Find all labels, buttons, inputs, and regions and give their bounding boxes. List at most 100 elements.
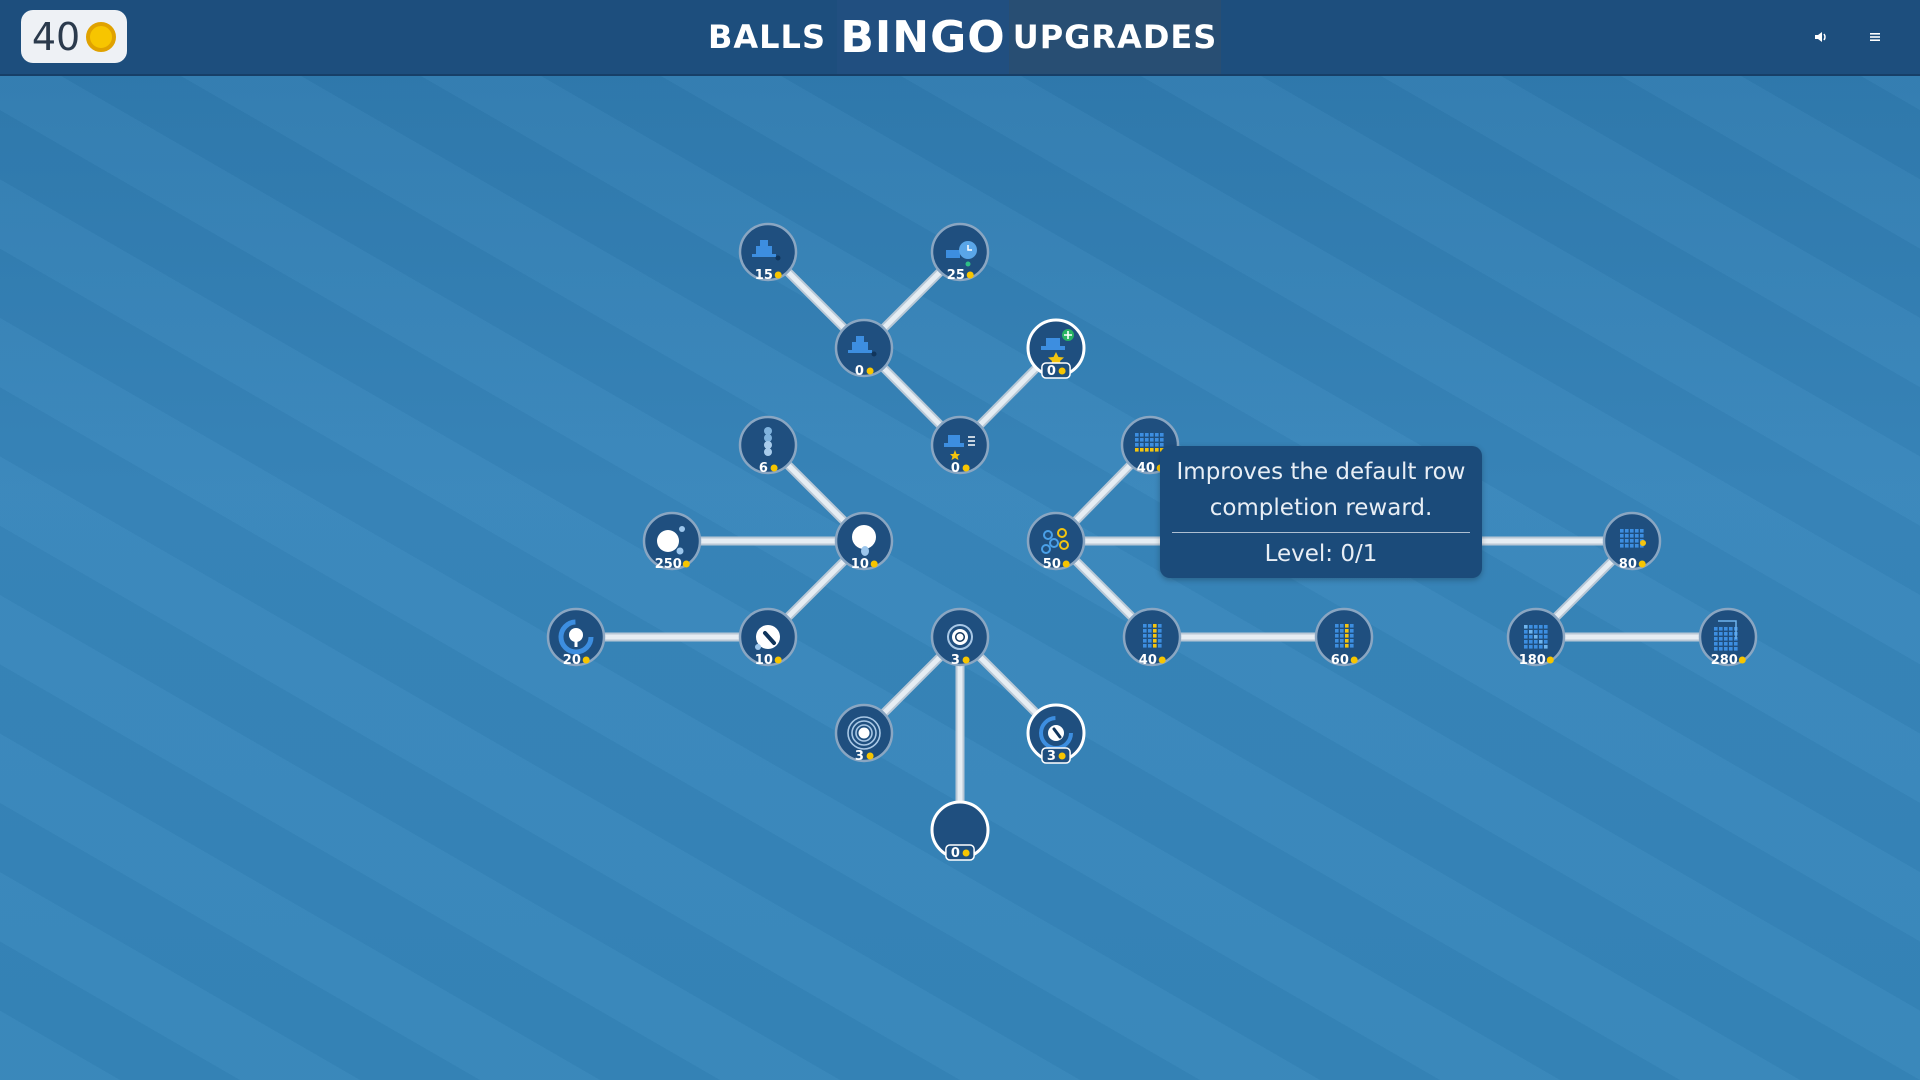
sound-icon[interactable]	[1806, 22, 1836, 52]
coin-icon	[1350, 656, 1358, 664]
top-bar: 40 BALLS BINGO UPGRADES	[0, 0, 1920, 76]
coin-icon	[1158, 656, 1166, 664]
coin-icon	[962, 656, 970, 664]
ball-stack-icon	[764, 427, 772, 456]
upgrade-node-grid-right[interactable]: 80	[1602, 511, 1662, 572]
tab-upgrades[interactable]: UPGRADES	[1009, 0, 1221, 74]
node-circle	[1314, 607, 1374, 667]
upgrade-node-ball-drop[interactable]: 10	[834, 511, 894, 572]
upgrade-node-target-main[interactable]: 3	[930, 607, 990, 668]
upgrade-node-ball-spin[interactable]: 20	[546, 607, 606, 668]
coin-icon	[1058, 752, 1066, 760]
coin-icon	[774, 656, 782, 664]
tree-links	[571, 247, 1733, 835]
bingo-card-icon	[752, 240, 781, 261]
tooltip-divider	[1172, 532, 1470, 533]
coin-icon	[86, 21, 117, 52]
grid-stack-icon	[1714, 620, 1738, 651]
coin-icon	[1638, 560, 1646, 568]
node-cost: 250	[655, 557, 682, 572]
coin-icon	[962, 464, 970, 472]
upgrade-node-ball-split[interactable]: 10	[738, 607, 798, 668]
coin-icon	[1062, 560, 1070, 568]
upgrade-node-grid-col2[interactable]: 60	[1314, 607, 1374, 668]
coin-icon	[582, 656, 590, 664]
node-cost: 15	[755, 268, 773, 283]
upgrade-tooltip: Improves the default row completion rewa…	[1160, 446, 1482, 578]
node-cost: 0	[951, 461, 960, 476]
upgrade-node-ball-stack[interactable]: 6	[738, 415, 798, 476]
coin-icon	[682, 560, 690, 568]
node-cost: 3	[951, 653, 960, 668]
upgrade-node-grid-col1[interactable]: 40	[1122, 607, 1182, 668]
node-cost: 80	[1619, 557, 1637, 572]
target-icon	[947, 624, 973, 650]
upgrade-node-grid-hub[interactable]: 50	[1026, 511, 1086, 572]
coin-icon	[1546, 656, 1554, 664]
node-cost: 0	[855, 364, 864, 379]
upgrade-node-ball-rocket[interactable]: 250	[642, 511, 702, 572]
node-cost: 10	[851, 557, 869, 572]
node-cost: 0	[1047, 364, 1056, 379]
cluster-icon	[1041, 528, 1069, 554]
upgrade-node-rows-b1[interactable]: 15	[738, 222, 798, 283]
timer-card-icon	[946, 241, 977, 267]
node-circle	[1122, 607, 1182, 667]
coin-icon	[870, 560, 878, 568]
coin-icon	[966, 271, 974, 279]
coin-icon	[866, 367, 874, 375]
grid-icon	[1135, 433, 1164, 452]
node-cost: 280	[1711, 653, 1738, 668]
main-tabs: BALLS BINGO UPGRADES	[697, 0, 1221, 74]
ball-rocket-icon	[657, 526, 685, 555]
ball-split-icon	[755, 625, 780, 650]
node-cost: 180	[1519, 653, 1546, 668]
node-cost: 6	[759, 461, 768, 476]
node-cost: 20	[563, 653, 581, 668]
menu-icon[interactable]	[1860, 22, 1890, 52]
node-cost: 0	[951, 846, 960, 861]
upgrade-node-star-plus[interactable]: 0	[1026, 318, 1086, 379]
upgrade-node-target-rings[interactable]: 3	[834, 703, 894, 764]
upgrade-node-rows-root[interactable]: 0	[834, 318, 894, 379]
upgrade-node-rows-b2[interactable]: 25	[930, 222, 990, 283]
upgrade-node-grid-diag1[interactable]: 180	[1506, 607, 1566, 668]
upgrade-node-grid-diag2[interactable]: 280	[1698, 607, 1758, 668]
coin-icon	[1058, 367, 1066, 375]
grid-column-icon	[1143, 624, 1162, 648]
coin-icon	[866, 752, 874, 760]
tab-balls[interactable]: BALLS	[708, 18, 826, 56]
upgrade-node-target-gauge[interactable]: 3	[1026, 703, 1086, 764]
node-cost: 25	[947, 268, 965, 283]
coin-counter: 40	[21, 10, 127, 63]
node-cost: 10	[755, 653, 773, 668]
node-cost: 60	[1331, 653, 1349, 668]
upgrade-node-star-list[interactable]: 0	[930, 415, 990, 476]
ball-drop-icon	[852, 525, 876, 556]
target-rings-icon	[847, 716, 881, 750]
coin-icon	[962, 849, 970, 857]
tab-bingo[interactable]: BINGO	[837, 0, 1009, 74]
coin-icon	[774, 271, 782, 279]
tooltip-level: Level: 0/1	[1264, 541, 1378, 567]
node-cost: 40	[1139, 653, 1157, 668]
node-circle	[1698, 607, 1758, 667]
node-cost: 50	[1043, 557, 1061, 572]
tooltip-description: Improves the default row completion rewa…	[1176, 459, 1466, 521]
grid-diagonal-icon	[1524, 625, 1548, 649]
star-list-icon	[944, 435, 975, 460]
node-cost: 40	[1137, 461, 1155, 476]
ball-spin-icon	[558, 619, 594, 655]
upgrade-node-root[interactable]: 0	[930, 800, 990, 861]
node-cost: 3	[1047, 749, 1056, 764]
node-cost: 3	[855, 749, 864, 764]
coin-count: 40	[31, 14, 81, 59]
node-circle	[1026, 511, 1086, 571]
coin-icon	[770, 464, 778, 472]
coin-icon	[1738, 656, 1746, 664]
grid-column-icon	[1335, 624, 1354, 648]
grid-star-icon	[1620, 529, 1646, 548]
bingo-card-icon	[848, 336, 877, 357]
